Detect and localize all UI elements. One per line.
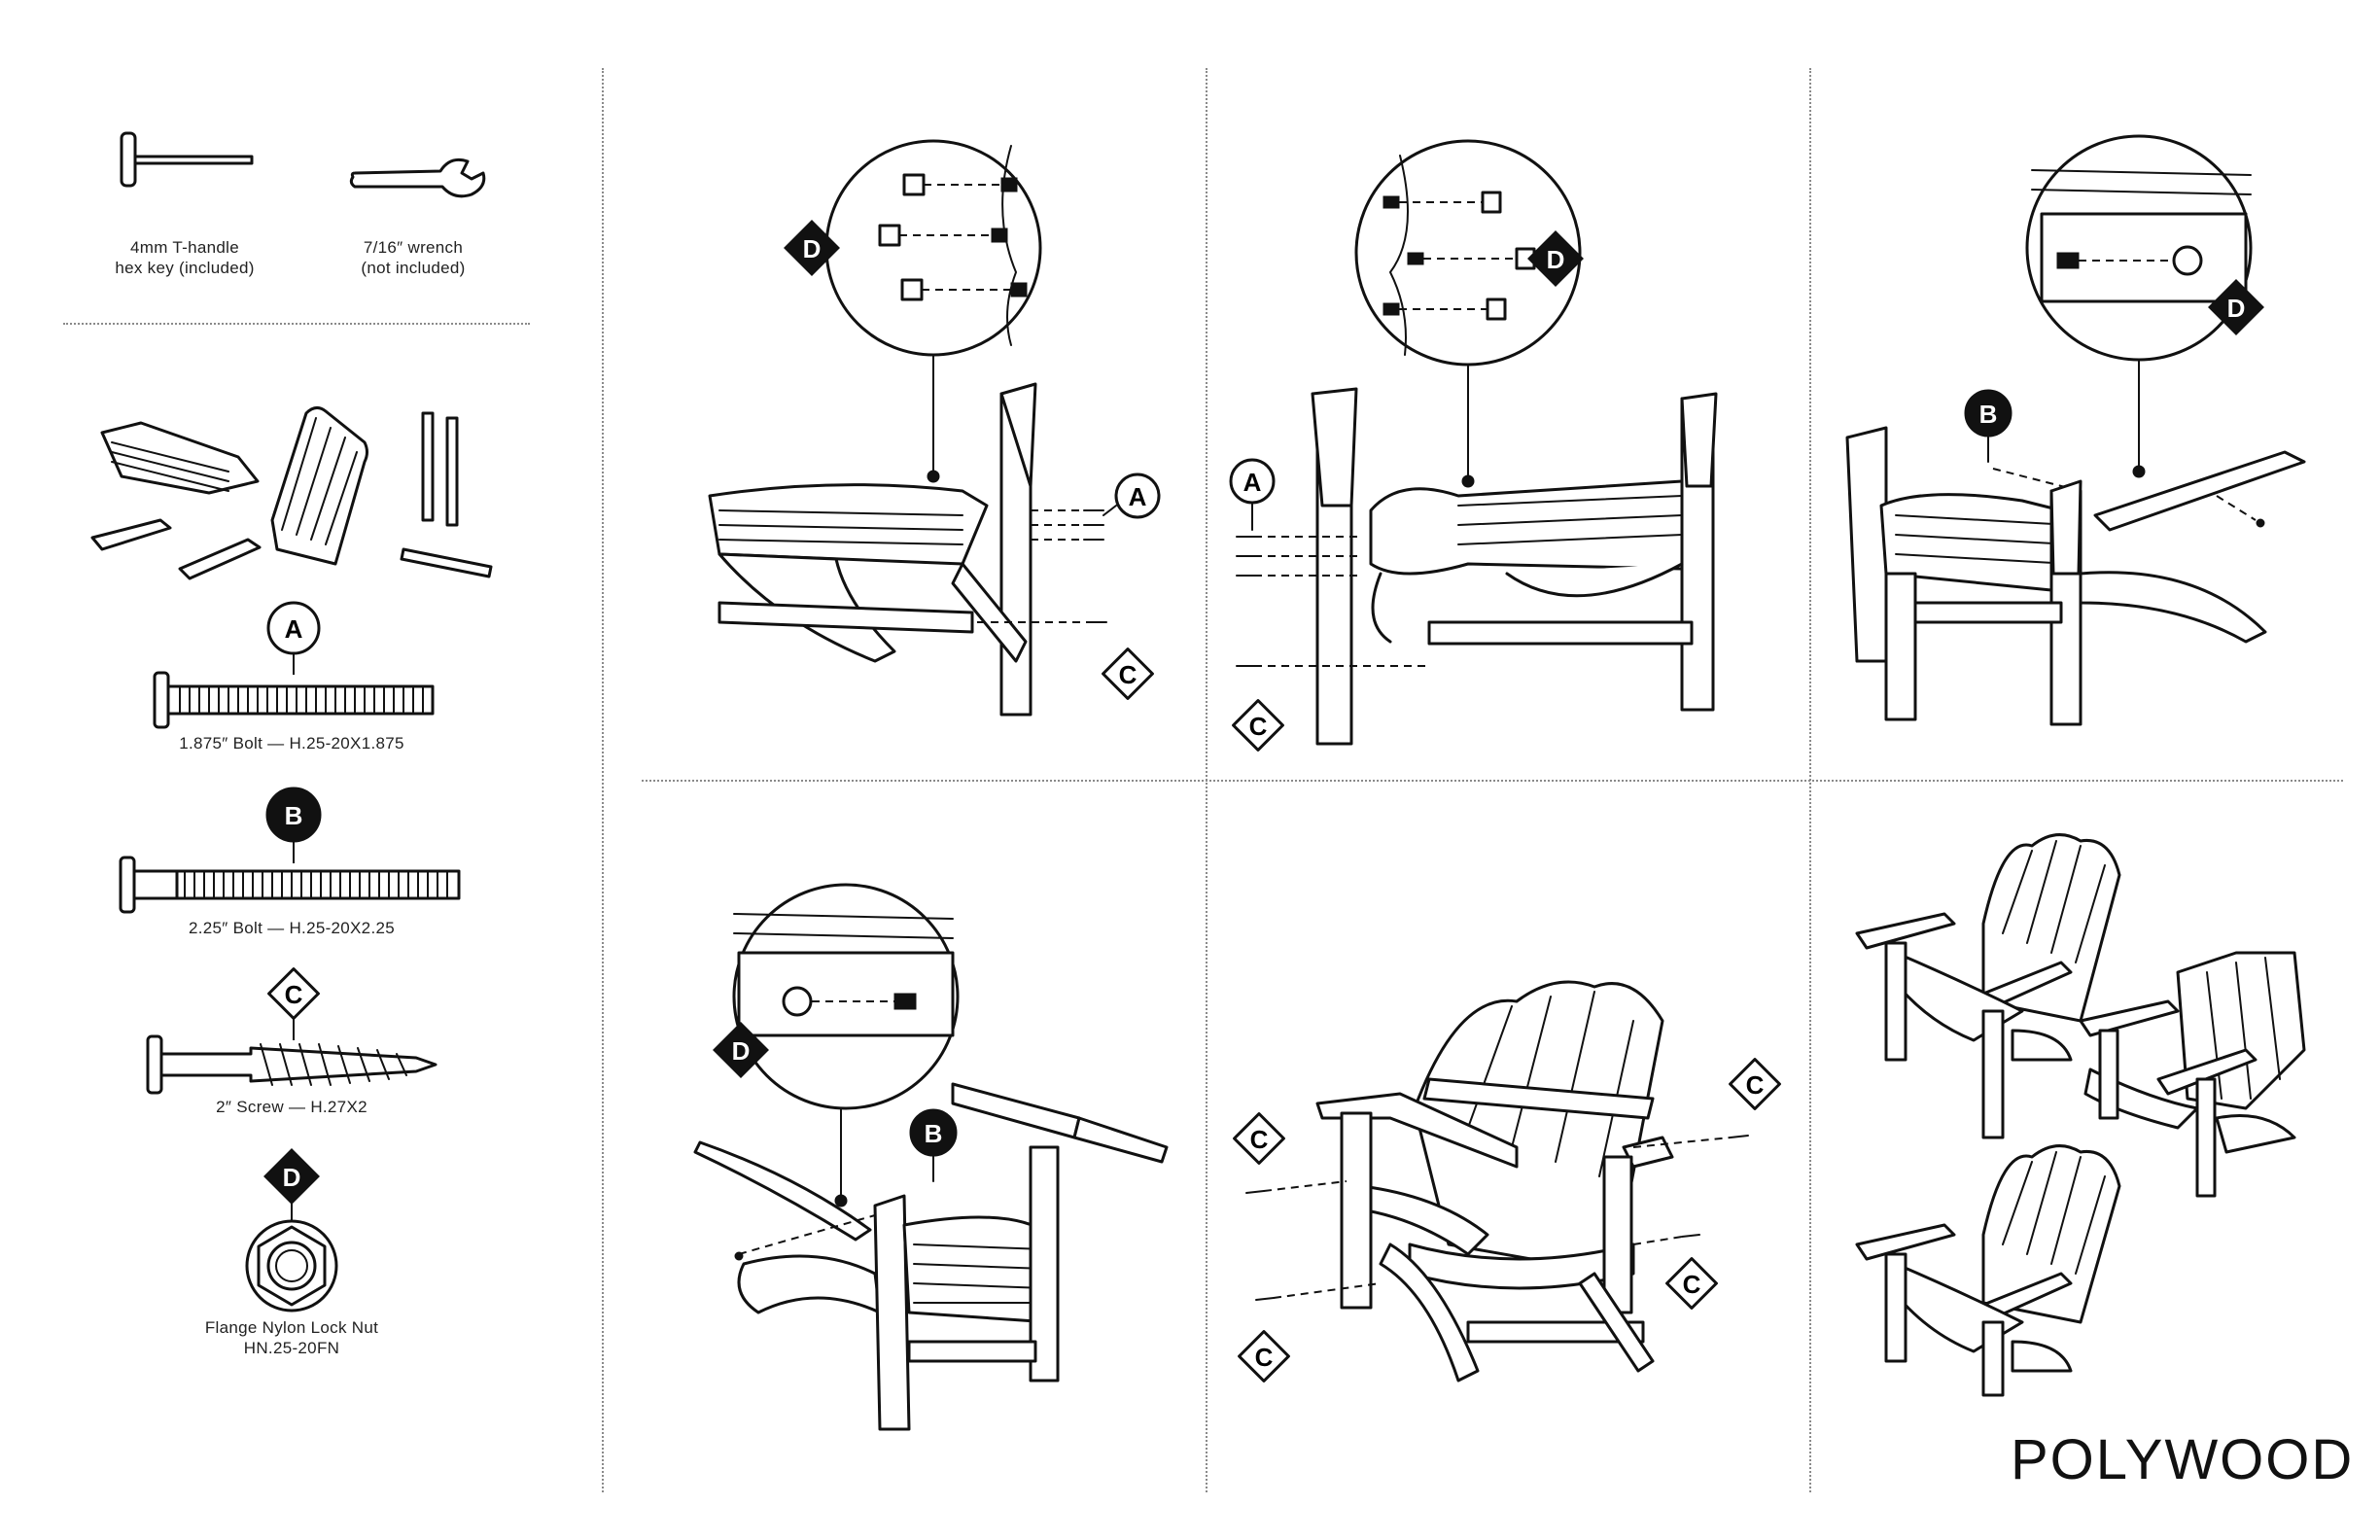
step5-callout-c-topright: C <box>1731 1060 1780 1109</box>
wrench-icon <box>345 156 491 204</box>
step3-callout-b: B <box>1965 390 2012 462</box>
finished-chair-classic <box>1857 1146 2119 1395</box>
step-5-illustration: C C C C <box>1225 953 1789 1449</box>
step-3-illustration: D B <box>1828 117 2333 758</box>
svg-text:C: C <box>1683 1270 1701 1299</box>
step5-callout-c-bottomright: C <box>1667 1259 1717 1309</box>
step1-callout-a: A <box>1103 474 1159 517</box>
lock-nut-d-icon <box>243 1217 340 1314</box>
step-4-illustration: D B <box>642 856 1186 1439</box>
svg-text:B: B <box>285 801 303 830</box>
hardware-label-b: 2.25″ Bolt — H.25-20X2.25 <box>117 918 467 938</box>
hardware-callout-c: C <box>262 962 325 1040</box>
divider-horizontal-tools <box>63 323 530 325</box>
hardware-callout-a: A <box>264 599 323 675</box>
svg-text:D: D <box>1547 245 1565 274</box>
step4-callout-b: B <box>910 1109 957 1181</box>
svg-text:D: D <box>2227 294 2246 323</box>
divider-horizontal-row <box>642 780 2343 782</box>
hardware-label-c: 2″ Screw — H.27X2 <box>117 1097 467 1117</box>
svg-text:A: A <box>1243 468 1262 497</box>
svg-text:C: C <box>1255 1343 1274 1372</box>
hardware-callout-b: B <box>264 786 323 863</box>
finished-chair-modern <box>2081 953 2304 1196</box>
step1-callout-c: C <box>1103 649 1153 699</box>
svg-text:D: D <box>803 234 822 263</box>
svg-text:D: D <box>732 1036 751 1066</box>
step-6-finished-chairs <box>1838 817 2343 1400</box>
step5-callout-c-bottomleft: C <box>1240 1332 1289 1382</box>
finished-chair-curved-back <box>1857 835 2119 1138</box>
svg-text:C: C <box>1746 1070 1765 1100</box>
parts-overview-illustration <box>83 403 501 598</box>
step-2-illustration: D A C <box>1225 117 1789 778</box>
bolt-b-icon <box>117 856 467 914</box>
svg-text:C: C <box>1119 660 1138 689</box>
divider-vertical-1 <box>602 68 604 1492</box>
step2-callout-c: C <box>1234 701 1283 751</box>
step2-callout-a: A <box>1231 460 1274 530</box>
svg-text:D: D <box>283 1163 301 1192</box>
svg-text:B: B <box>925 1119 943 1148</box>
svg-text:A: A <box>285 614 303 644</box>
svg-text:B: B <box>1979 400 1998 429</box>
tool-label-wrench: 7/16″ wrench(not included) <box>316 237 510 278</box>
hardware-label-a: 1.875″ Bolt — H.25-20X1.875 <box>117 733 467 753</box>
svg-text:C: C <box>285 980 303 1009</box>
svg-text:C: C <box>1250 1125 1269 1154</box>
bolt-a-icon <box>151 671 442 729</box>
screw-c-icon <box>144 1031 445 1099</box>
brand-logo: POLYWOOD <box>2011 1427 2354 1492</box>
hex-key-icon <box>112 131 258 190</box>
svg-text:C: C <box>1249 712 1268 741</box>
svg-text:A: A <box>1129 482 1147 511</box>
step5-callout-c-topleft: C <box>1235 1114 1284 1164</box>
step-1-illustration: D A C <box>642 117 1186 739</box>
